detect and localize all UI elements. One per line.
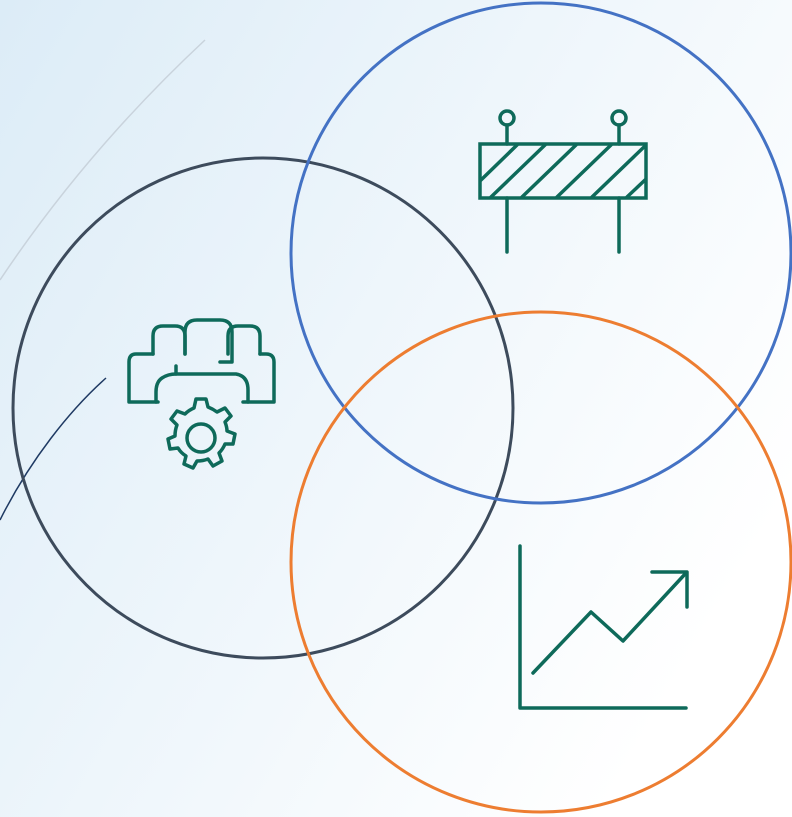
road-barrier-icon [478, 109, 648, 254]
line-chart-up-icon [518, 544, 689, 710]
decorative-light-arc-line [0, 39, 206, 281]
people-gear-icon [127, 318, 276, 470]
venn-circle-people-settings [11, 156, 515, 660]
decorative-dark-arc-line [0, 377, 107, 521]
venn-circle-growth [289, 310, 792, 814]
venn-circle-barrier [289, 1, 792, 505]
